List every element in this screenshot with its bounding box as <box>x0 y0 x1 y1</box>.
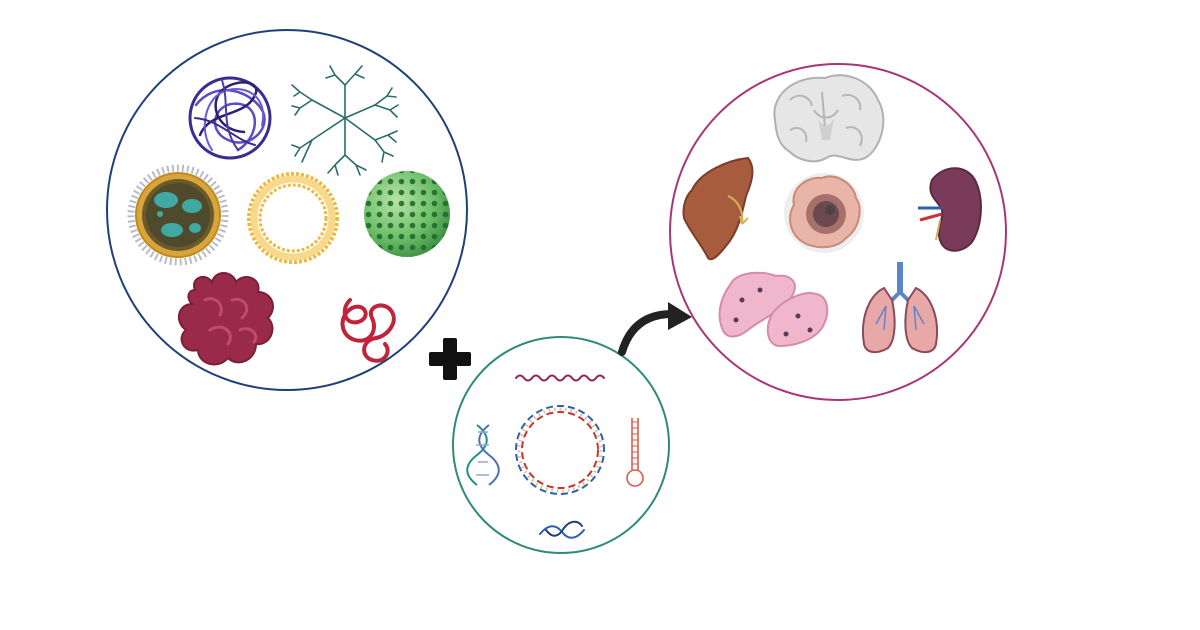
skin-tissue-icon <box>718 271 829 348</box>
nanocarrier-panel <box>106 29 468 391</box>
brain-icon <box>773 74 885 163</box>
liver-icon <box>682 156 754 261</box>
plasmid-dna-icon <box>515 405 605 495</box>
nucleic-acid-panel <box>452 336 670 554</box>
mrna-strand-icon <box>515 374 605 382</box>
kidney-icon <box>918 167 982 252</box>
protein-nanoparticle-icon <box>177 272 274 366</box>
inorganic-nanoparticle-icon <box>364 171 450 257</box>
target-organ-panel <box>669 63 1007 401</box>
liposome-icon <box>247 172 339 264</box>
lungs-icon <box>862 262 938 354</box>
tumor-icon <box>784 173 864 253</box>
polymeric-nanoparticle-icon <box>188 76 272 160</box>
peptide-icon <box>340 298 396 363</box>
dna-double-helix-icon <box>466 424 500 486</box>
nucleic-acid-panel-ring <box>452 336 670 554</box>
plus-sign <box>429 338 471 380</box>
dendrimer-icon <box>291 65 399 176</box>
lipid-nanoparticle-icon <box>127 164 229 266</box>
sirna-duplex-icon <box>539 520 585 539</box>
curved-arrow-icon <box>618 302 692 356</box>
shrna-hairpin-icon <box>626 418 644 487</box>
